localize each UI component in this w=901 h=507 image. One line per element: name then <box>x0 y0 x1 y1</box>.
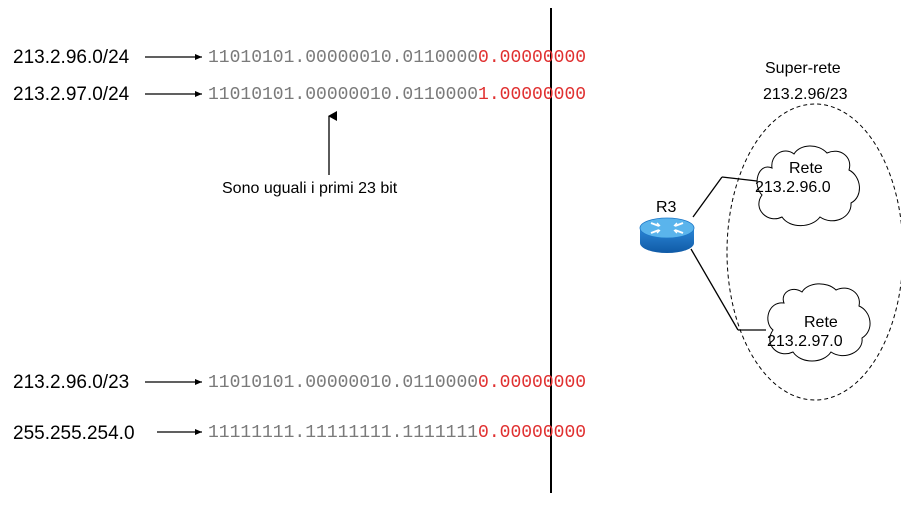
row-2: 213.2.97.0/24 11010101.00000010.01100001… <box>13 84 586 105</box>
row-4-address: 255.255.254.0 <box>13 423 135 444</box>
router-icon <box>639 217 695 253</box>
annotation-text: Sono uguali i primi 23 bit <box>222 180 398 197</box>
row-2-binary-suffix: 1.00000000 <box>478 85 586 105</box>
row-2-address: 213.2.97.0/24 <box>13 84 130 105</box>
row-3-binary: 11010101.00000010.01100000.00000000 <box>208 373 586 393</box>
row-3-address: 213.2.96.0/23 <box>13 372 129 393</box>
row-2-binary-prefix: 11010101.00000010.0110000 <box>208 85 478 105</box>
link-net1-stub <box>721 176 758 182</box>
row-3-binary-suffix: 0.00000000 <box>478 373 586 393</box>
supernet-address: 213.2.96/23 <box>763 86 848 103</box>
row-4: 255.255.254.0 11111111.11111111.11111110… <box>13 423 586 444</box>
row-3: 213.2.96.0/23 11010101.00000010.01100000… <box>13 372 586 393</box>
link-router-net1 <box>692 176 723 218</box>
row-1: 213.2.96.0/24 11010101.00000010.01100000… <box>13 47 586 68</box>
network-1-title: Rete <box>789 160 823 177</box>
network-2-title: Rete <box>804 314 838 331</box>
network-2-address: 213.2.97.0 <box>767 333 843 350</box>
row-4-binary: 11111111.11111111.11111110.00000000 <box>208 423 586 443</box>
cloud-icon <box>767 283 871 362</box>
link-router-net2 <box>690 248 739 331</box>
cloud-icon <box>756 145 860 227</box>
supernet-title: Super-rete <box>765 60 841 77</box>
row-1-binary-suffix: 0.00000000 <box>478 48 586 68</box>
row-1-address: 213.2.96.0/24 <box>13 47 130 68</box>
row-4-binary-prefix: 11111111.11111111.1111111 <box>208 423 478 443</box>
row-2-binary: 11010101.00000010.01100001.00000000 <box>208 85 586 105</box>
row-3-binary-prefix: 11010101.00000010.0110000 <box>208 373 478 393</box>
row-1-binary-prefix: 11010101.00000010.0110000 <box>208 48 478 68</box>
network-1-address: 213.2.96.0 <box>755 179 831 196</box>
router-label: R3 <box>656 199 677 216</box>
row-4-binary-suffix: 0.00000000 <box>478 423 586 443</box>
row-1-binary: 11010101.00000010.01100000.00000000 <box>208 48 586 68</box>
